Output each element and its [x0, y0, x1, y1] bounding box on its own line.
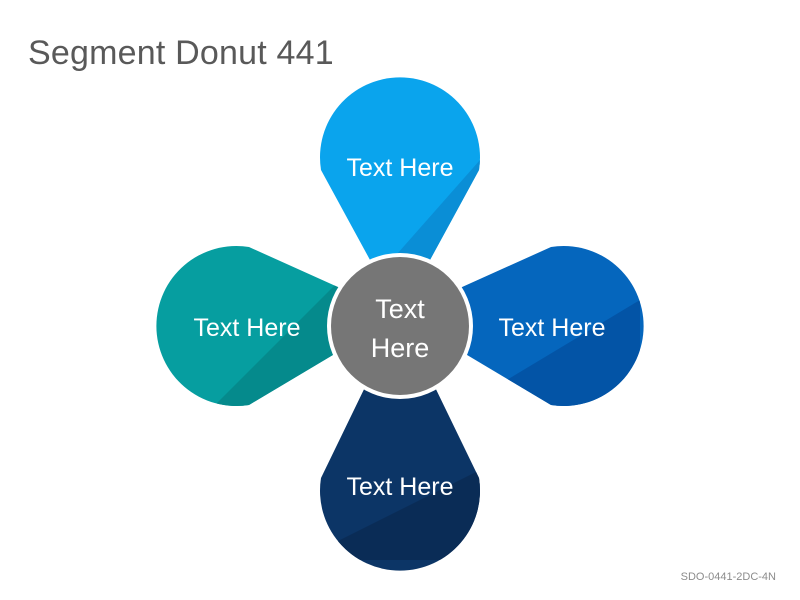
petal-top-label: Text Here	[347, 154, 454, 182]
center-node[interactable]: Text Here	[327, 253, 473, 399]
page-title: Segment Donut 441	[28, 34, 334, 72]
slide-code: SDO-0441-2DC-4N	[680, 571, 776, 583]
petal-bottom[interactable]: Text Here	[300, 315, 480, 571]
petal-bottom-label: Text Here	[347, 473, 454, 501]
center-label-line1: Text	[375, 294, 425, 324]
petal-left-shape	[156, 246, 400, 406]
center-label-line2: Here	[371, 333, 430, 363]
petal-left-label: Text Here	[194, 314, 301, 342]
petal-bottom-shade	[320, 470, 480, 560]
petal-top-shape	[320, 77, 481, 316]
petal-right-label: Text Here	[499, 314, 606, 342]
center-circle	[331, 257, 469, 395]
